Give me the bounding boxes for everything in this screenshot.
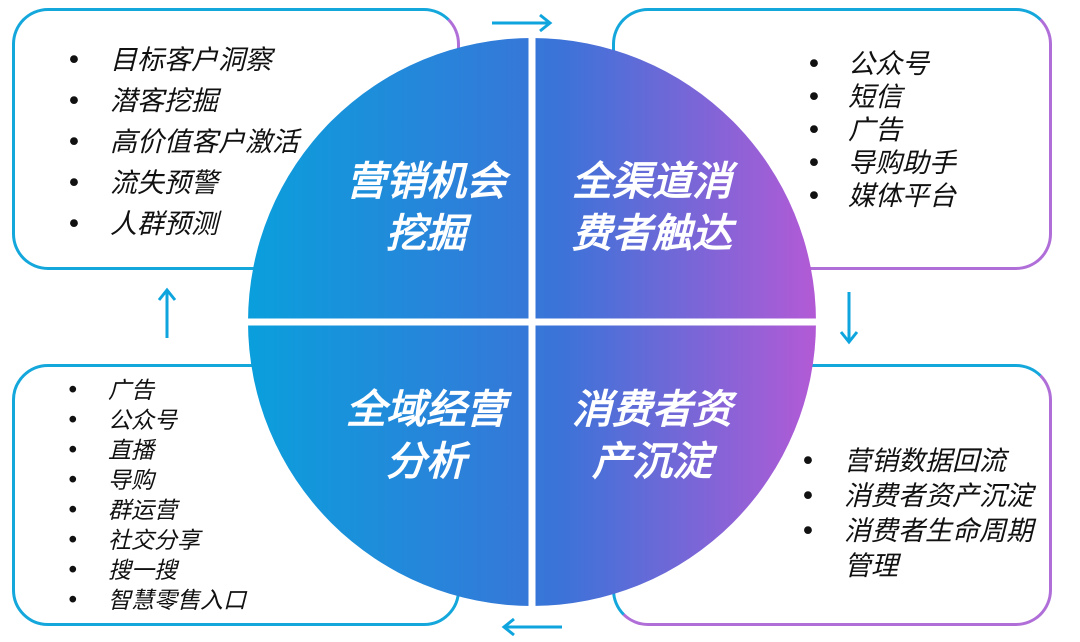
list-item: • 群运营 [66,496,246,526]
list-item: • 搜一搜 [66,556,246,586]
list-item-text: 媒体平台 [848,181,956,212]
quadrant-title-line: 费者触达 [572,211,732,257]
list-item: • 高价值客户激活 [66,122,299,163]
quadrant-title-bottom-left: 全域经营 分析 [326,384,526,488]
list-item: • 公众号 [66,406,246,436]
list-bottom-right: • 营销数据回流 • 消费者资产沉淀 • 消费者生命周期 管理 [800,444,1033,584]
bullet-icon: • [66,168,82,199]
list-item: • 人群预测 [66,204,299,245]
quadrant-title-line: 全域经营 [346,387,506,433]
quadrant-title-top-left: 营销机会 挖掘 [326,156,526,260]
list-item: • 媒体平台 [806,180,956,213]
list-item-text: 广告 [848,115,902,146]
list-item-text: 群运营 [108,498,177,524]
quadrant-title-line: 产沉淀 [592,439,712,485]
list-item: • 潜客挖掘 [66,81,299,122]
bullet-icon: • [66,438,80,464]
bullet-icon: • [806,181,822,212]
bullet-icon: • [66,558,80,584]
list-top-left: • 目标客户洞察 • 潜客挖掘 • 高价值客户激活 • 流失预警 • 人群预测 [66,40,299,245]
list-item-text: 目标客户洞察 [110,45,272,76]
bullet-icon: • [66,209,82,240]
list-item-text: 智慧零售入口 [108,588,246,614]
list-item: 管理 [800,549,1033,584]
list-item-text: 导购 [108,468,154,494]
list-bottom-left: • 广告 • 公众号 • 直播 • 导购 • 群运营 • 社交分享 • 搜一搜 • 智慧零售入口 [66,376,246,616]
list-item-text: 管理 [844,551,898,582]
arrow-right-icon [492,13,553,33]
list-item: • 消费者生命周期 [800,514,1033,549]
bullet-icon: • [66,468,80,494]
bullet-icon: • [66,378,80,404]
list-item-text: 公众号 [848,49,929,80]
list-item-text: 广告 [108,378,154,404]
list-top-right: • 公众号 • 短信 • 广告 • 导购助手 • 媒体平台 [806,48,956,213]
bullet-icon: • [806,82,822,113]
list-item-text: 短信 [848,82,902,113]
list-item-text: 消费者生命周期 [844,516,1033,547]
bullet-icon: • [66,408,80,434]
list-item: • 营销数据回流 [800,444,1033,479]
list-item-text: 流失预警 [110,168,218,199]
arrow-up-icon [157,287,177,338]
bullet-icon: • [66,127,82,158]
list-item: • 广告 [66,376,246,406]
list-item: • 社交分享 [66,526,246,556]
list-item: • 消费者资产沉淀 [800,479,1033,514]
bullet-icon: • [800,481,816,512]
quadrant-title-bottom-right: 消费者资 产沉淀 [552,384,752,488]
bullet-icon: • [66,528,80,554]
list-item-text: 潜客挖掘 [110,86,218,117]
list-item-text: 营销数据回流 [844,446,1006,477]
list-item: • 导购 [66,466,246,496]
bullet-icon: • [800,446,816,477]
quadrant-title-line: 全渠道消 [572,159,732,205]
list-item: • 短信 [806,81,956,114]
bullet-icon: • [66,588,80,614]
list-item-text: 社交分享 [108,528,200,554]
quadrant-title-line: 消费者资 [572,387,732,433]
list-item-text: 人群预测 [110,209,218,240]
list-item-text: 消费者资产沉淀 [844,481,1033,512]
list-item: • 公众号 [806,48,956,81]
list-item-text: 公众号 [108,408,177,434]
list-item: • 目标客户洞察 [66,40,299,81]
list-item: • 导购助手 [806,147,956,180]
bullet-icon: • [806,49,822,80]
list-item: • 直播 [66,436,246,466]
bullet-icon: • [66,86,82,117]
quadrant-title-line: 挖掘 [386,211,466,257]
bullet-icon: • [66,45,82,76]
bullet-icon: • [806,148,822,179]
bullet-icon: • [66,498,80,524]
list-item: • 流失预警 [66,163,299,204]
list-item-text: 直播 [108,438,154,464]
list-item-text: 高价值客户激活 [110,127,299,158]
quadrant-title-top-right: 全渠道消 费者触达 [552,156,752,260]
list-item-text: 导购助手 [848,148,956,179]
list-item-text: 搜一搜 [108,558,177,584]
quadrant-title-line: 营销机会 [346,159,506,205]
bullet-icon: • [806,115,822,146]
list-item: • 智慧零售入口 [66,586,246,616]
bullet-icon: • [800,516,816,547]
arrow-left-icon [501,617,562,637]
quadrant-title-line: 分析 [386,439,466,485]
arrow-down-icon [839,292,859,345]
list-item: • 广告 [806,114,956,147]
